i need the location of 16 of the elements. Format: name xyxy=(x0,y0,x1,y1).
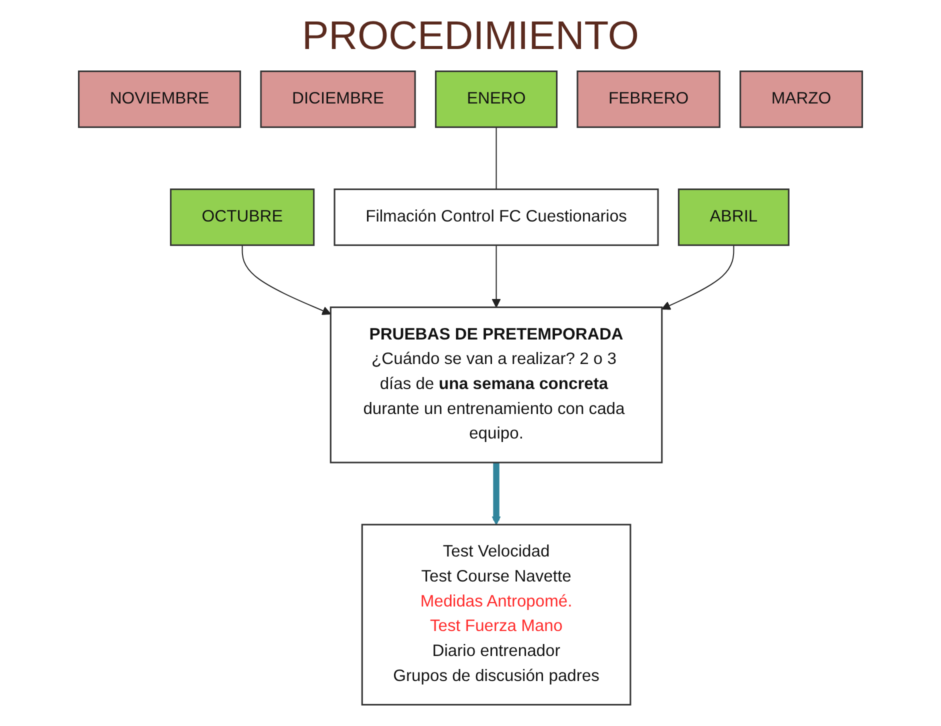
node-box: ENERO xyxy=(435,70,558,128)
node-box: MARZO xyxy=(740,70,864,128)
arrow xyxy=(492,245,501,308)
node-box: OCTUBRE xyxy=(170,188,315,246)
node-box: NOVIEMBRE xyxy=(78,70,242,128)
node-box: ABRIL xyxy=(678,188,790,246)
node-box: FEBRERO xyxy=(576,70,720,128)
connector xyxy=(496,127,497,190)
node-box: DICIEMBRE xyxy=(260,70,416,128)
title: PROCEDIMIENTO xyxy=(300,14,640,59)
arrow xyxy=(492,462,501,526)
arrow xyxy=(242,245,332,315)
node-box: PRUEBAS DE PRETEMPORADA ¿Cuándo se van a realizar? 2 o 3 días de una semana concreta durante un entrenamiento con cada equipo. xyxy=(330,306,663,464)
node-box: Test Velocidad Test Course Navette Medidas Antropomé. Test Fuerza Mano Diario entrenador Grupos de discusión padres xyxy=(361,524,632,706)
arrow xyxy=(661,245,734,310)
node-box: Filmación Control FC Cuestionarios xyxy=(334,188,659,246)
